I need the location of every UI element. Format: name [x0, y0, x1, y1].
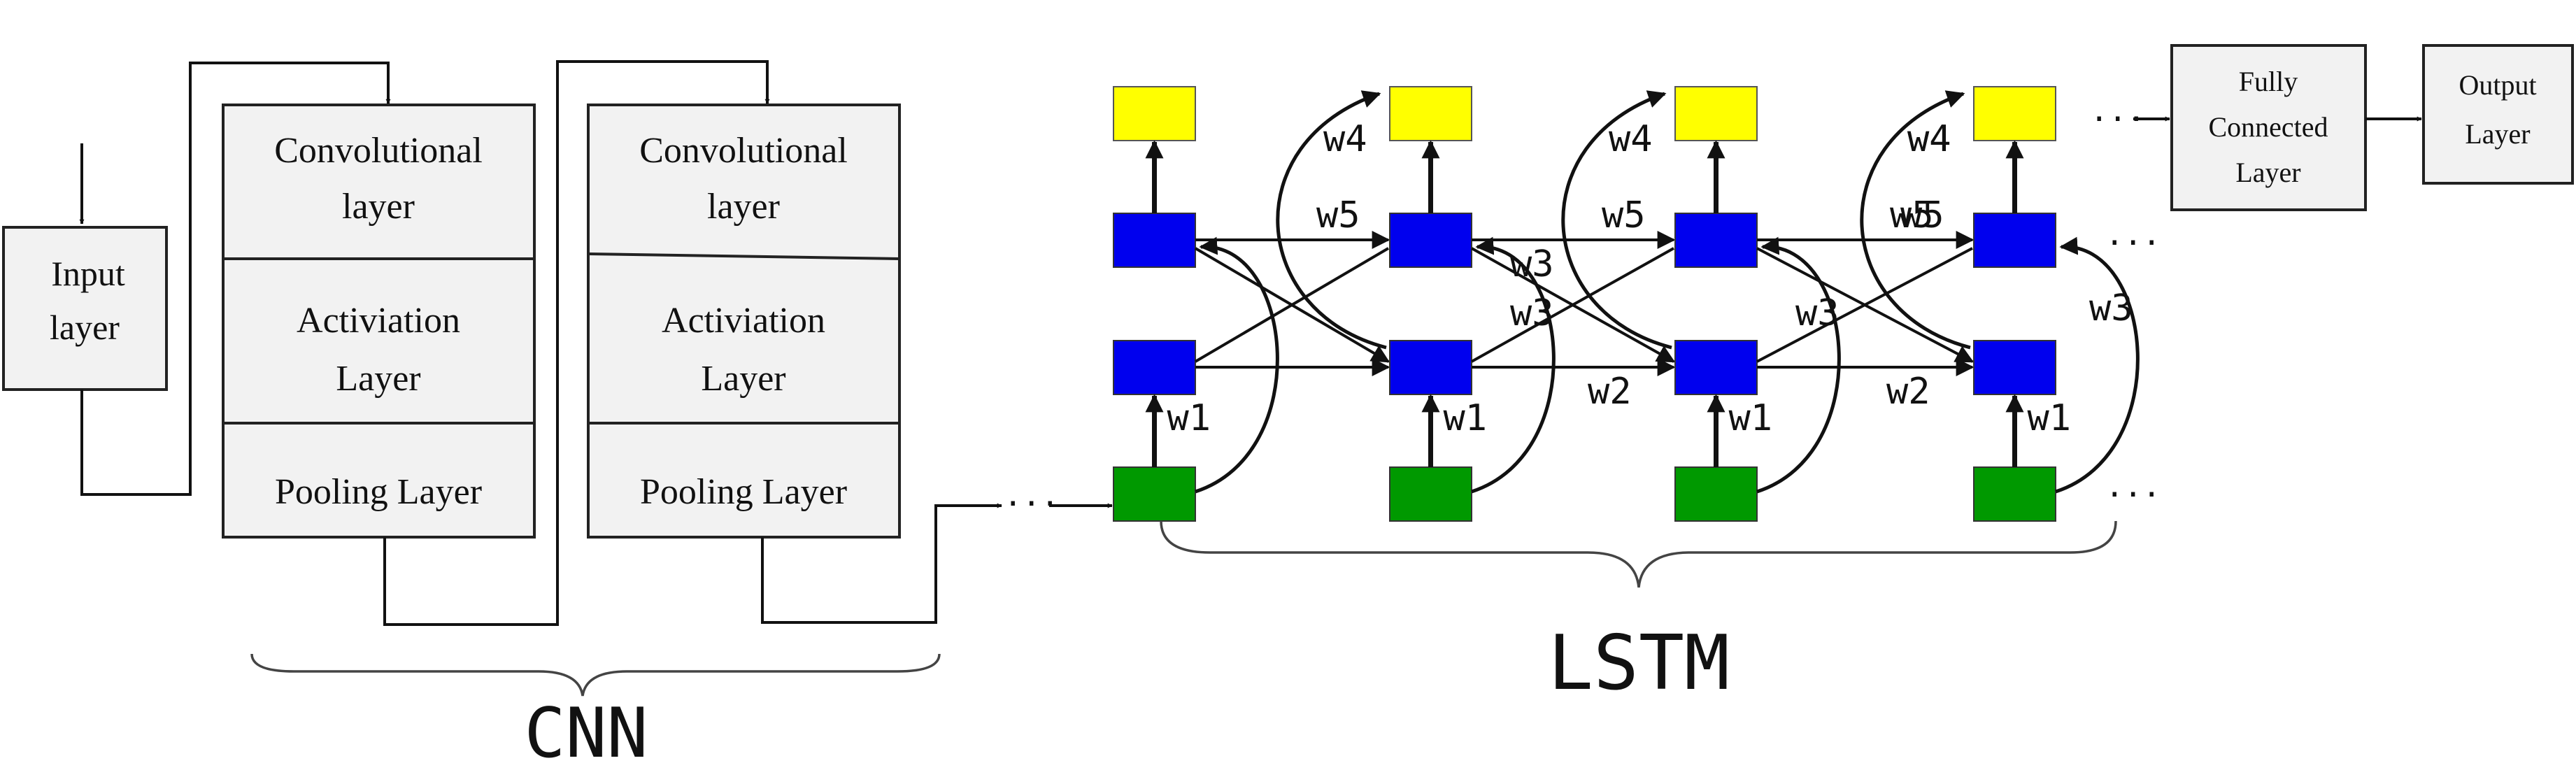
cnn-to-lstm-dots: ···: [1004, 486, 1059, 522]
weight-label-w5-last: w5: [1890, 194, 1934, 236]
lower-to-upper-line-2: [1471, 247, 1674, 363]
act1-label-line1: Activiation: [297, 301, 460, 341]
act2-label-line2: Layer: [701, 359, 785, 399]
weight-label-w4-3: w4: [1907, 118, 1951, 160]
cnn-to-lstm-connector: [761, 503, 1002, 624]
weight-label-w3-1: w3: [1510, 292, 1554, 334]
lstm-lower-hidden-cell-1: [1113, 340, 1196, 395]
lstm-output-cell-3: [1674, 86, 1758, 141]
weight-label-w5-1: w5: [1316, 194, 1360, 236]
fc-label-line1: Fully: [2239, 66, 2298, 97]
weight-label-w4-last: w4: [1907, 118, 1951, 160]
lstm-upper-hidden-cell-4: [1973, 213, 2056, 268]
lstm-label: LSTM: [1548, 620, 1730, 707]
conv1-label-line1: Convolutional: [274, 131, 483, 171]
input-skip-curve-1: [1195, 236, 1279, 494]
cnn-brace: [250, 653, 941, 697]
weight-label-w5-3: w5: [1900, 194, 1944, 236]
act2-label-line1: Activiation: [662, 301, 825, 341]
output-layer-label-line2: Layer: [2465, 118, 2530, 150]
output-layer-label-line1: Output: [2458, 69, 2536, 101]
lstm-input-cell-3: [1674, 466, 1758, 522]
input-layer-label-line1: Input: [51, 254, 125, 293]
conv2-label-line2: layer: [707, 187, 780, 227]
pool2-label: Pooling Layer: [640, 472, 847, 512]
lstm-lower-hidden-cell-2: [1389, 340, 1472, 395]
lstm-input-cell-1: [1113, 466, 1196, 522]
lstm-upper-hidden-cell-3: [1674, 213, 1758, 268]
cnn-block-2: Convolutional layer Activiation Layer Po…: [587, 104, 901, 539]
weight-label-w1-3: w1: [1729, 397, 1773, 439]
cnn-block-1: Convolutional layer Activiation Layer Po…: [222, 104, 536, 539]
hidden-to-next-output-curve-2: [1561, 90, 1672, 350]
pool1-label: Pooling Layer: [275, 472, 482, 512]
input-row-dots: ···: [2105, 477, 2161, 513]
input-layer-box: Input layer: [2, 226, 168, 391]
lstm-output-cell-2: [1389, 86, 1472, 141]
weight-label-w3-last: w3: [2089, 287, 2133, 329]
input-skip-curve-2: [1471, 236, 1556, 494]
weight-label-w5-2: w5: [1602, 194, 1646, 236]
lstm-input-cell-2: [1389, 466, 1472, 522]
input-skip-curve-3: [1756, 236, 1841, 494]
fully-connected-layer-box: Fully Connected Layer: [2170, 44, 2367, 211]
lstm-output-cell-1: [1113, 86, 1196, 141]
cnn-label: CNN: [524, 694, 648, 774]
output-layer-box: Output Layer: [2422, 44, 2574, 185]
lstm-lower-hidden-cell-3: [1674, 340, 1758, 395]
hidden-to-next-output-curve-1: [1276, 90, 1387, 350]
weight-label-w3-2: w3: [1795, 292, 1840, 334]
weight-label-w1-4: w1: [2028, 397, 2072, 439]
conv1-label-line2: layer: [342, 187, 415, 227]
input-skip-curve-4: [2055, 236, 2140, 494]
lstm-output-cell-4: [1973, 86, 2056, 141]
lower-to-upper-line-3: [1756, 247, 1973, 363]
weight-label-w4-2: w4: [1609, 118, 1653, 160]
weight-label-w1-2: w1: [1444, 397, 1488, 439]
conv2-label-line1: Convolutional: [639, 131, 848, 171]
lower-to-upper-line-1: [1194, 247, 1390, 363]
lstm-lower-hidden-cell-4: [1973, 340, 2056, 395]
hidden-to-next-output-curve-3: [1860, 90, 1971, 350]
weight-label-w1-1: w1: [1167, 397, 1211, 439]
pool1-to-conv2-connector: [383, 60, 770, 626]
weight-label-w4-1: w4: [1323, 118, 1367, 160]
act1-label-line2: Layer: [336, 359, 420, 399]
fc-label-line3: Layer: [2235, 157, 2300, 188]
fc-label-line2: Connected: [2208, 111, 2328, 143]
input-to-conv1-connector: [80, 62, 391, 496]
weight-label-w2-1: w2: [1588, 371, 1632, 413]
lstm-brace: [1160, 520, 2117, 588]
lstm-upper-hidden-cell-2: [1389, 213, 1472, 268]
lstm-upper-hidden-cell-1: [1113, 213, 1196, 268]
weight-label-w2-2: w2: [1886, 371, 1930, 413]
upper-hidden-dots: ···: [2105, 225, 2161, 261]
lstm-input-cell-4: [1973, 466, 2056, 522]
weight-label-w3-a: w3: [1510, 243, 1554, 285]
input-layer-label-line2: layer: [50, 308, 120, 347]
